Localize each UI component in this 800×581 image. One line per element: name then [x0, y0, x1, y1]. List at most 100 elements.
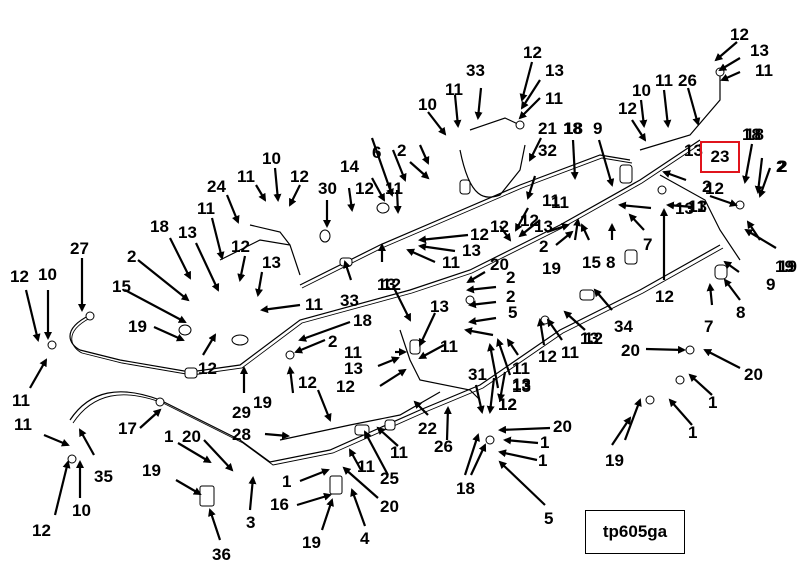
leader-arrows — [24, 41, 777, 541]
drawing-id-label: tp605ga — [585, 510, 685, 554]
callout-label: 16 — [270, 495, 289, 514]
callout-label: 11 — [655, 71, 673, 90]
callout-label: 13 — [262, 253, 281, 272]
callout-label: 11 — [688, 197, 706, 216]
callout-label: 24 — [207, 177, 226, 196]
callout-label: 11 — [561, 343, 579, 362]
callout-label: 19 — [128, 317, 147, 336]
callout-label: 11 — [357, 457, 375, 476]
callout-label: 7 — [704, 317, 713, 336]
callout-label: 12 — [336, 377, 355, 396]
callout-label: 11 — [442, 253, 460, 272]
callout-label: 11 — [512, 359, 530, 378]
callout-label: 1 — [540, 433, 549, 452]
callout-label: 19 — [302, 533, 321, 552]
callout-label: 27 — [70, 239, 89, 258]
callout-label: 13 — [430, 297, 449, 316]
callout-label: 2 — [506, 287, 515, 306]
callout-label: 12 — [538, 347, 557, 366]
callout-label: 12 — [730, 25, 749, 44]
callout-label: 17 — [118, 419, 137, 438]
callout-label: 20 — [380, 497, 399, 516]
callout-label: 6 — [372, 143, 381, 162]
callout-label: 13 — [377, 275, 396, 294]
callout-label: 20 — [182, 427, 201, 446]
callout-label: 13 — [688, 197, 707, 216]
callout-label: 26 — [434, 437, 453, 456]
callout-label: 13 — [675, 199, 694, 218]
callout-label: 13 — [534, 217, 553, 236]
callout-label: 2 — [506, 268, 515, 287]
callout-label: 12 — [490, 217, 509, 236]
callout-label: 12 — [498, 395, 517, 414]
callout-label: 2 — [127, 247, 136, 266]
callout-label: 10 — [632, 81, 651, 100]
callout-label: 8 — [736, 303, 745, 322]
callout-label: 11 — [542, 191, 560, 210]
callout-label: 20 — [621, 341, 640, 360]
callout-label: 1 — [708, 393, 717, 412]
callout-label: 11 — [197, 199, 215, 218]
callout-label: 32 — [538, 141, 557, 160]
callout-label: 12 — [382, 275, 401, 294]
callout-label: 10 — [38, 265, 57, 284]
callout-label: 19 — [542, 259, 561, 278]
callout-label: 12 — [584, 329, 603, 348]
callout-label: 18 — [563, 119, 582, 138]
highlighted-callout-23[interactable]: 23 — [700, 141, 740, 173]
callout-label: 25 — [380, 469, 399, 488]
callout-label: 34 — [614, 317, 633, 336]
callout-label: 13 — [512, 377, 531, 396]
callout-label: 9 — [593, 119, 602, 138]
callout-label: 14 — [340, 157, 359, 176]
callout-label: 28 — [232, 425, 251, 444]
callout-label: 12 — [655, 287, 674, 306]
callout-label: 19 — [775, 257, 794, 276]
callout-label: 11 — [390, 443, 408, 462]
callout-label: 19 — [778, 257, 797, 276]
callout-label: 15 — [112, 277, 131, 296]
callout-label: 18 — [456, 479, 475, 498]
callout-label: 11 — [551, 193, 569, 212]
callout-label: 2 — [328, 332, 337, 351]
callout-label: 12 — [498, 395, 517, 414]
callout-label: 11 — [445, 80, 463, 99]
callout-label: 20 — [744, 365, 763, 384]
callout-label: 20 — [490, 255, 509, 274]
callout-label: 19 — [605, 451, 624, 470]
callout-label: 13 — [750, 41, 769, 60]
callout-label: 12 — [231, 237, 250, 256]
callout-label: 18 — [564, 119, 583, 138]
callout-label: 3 — [246, 513, 255, 532]
callout-label: 31 — [468, 365, 487, 384]
callout-label: 13 — [580, 329, 599, 348]
callout-label: 10 — [262, 149, 281, 168]
callout-label: 13 — [512, 375, 531, 394]
callout-label: 13 — [178, 223, 197, 242]
callout-label: 7 — [643, 235, 652, 254]
callout-label: 12 — [355, 179, 374, 198]
callout-label: 26 — [678, 71, 697, 90]
callout-label: 1 — [538, 451, 547, 470]
callout-label: 35 — [94, 467, 113, 486]
callout-label: 15 — [582, 253, 601, 272]
callout-label: 12 — [705, 179, 724, 198]
callout-label: 10 — [72, 501, 91, 520]
callout-label: 4 — [360, 529, 370, 548]
callout-label: 12 — [618, 99, 637, 118]
callout-label: 12 — [470, 225, 489, 244]
callout-label: 12 — [298, 373, 317, 392]
callout-label: 8 — [606, 253, 615, 272]
callout-label: 18 — [742, 125, 761, 144]
callout-label: 22 — [418, 419, 437, 438]
fittings — [47, 67, 745, 507]
callout-label: 11 — [440, 337, 458, 356]
callout-label: 29 — [232, 403, 251, 422]
callout-label: 11 — [385, 179, 403, 198]
callout-label: 11 — [12, 391, 30, 410]
callout-label: 12 — [520, 211, 539, 230]
callout-label: 36 — [212, 545, 231, 564]
callout-labels: 12 13 11 33 12 13 11 10 11 21 18 9 10 11… — [10, 25, 797, 564]
